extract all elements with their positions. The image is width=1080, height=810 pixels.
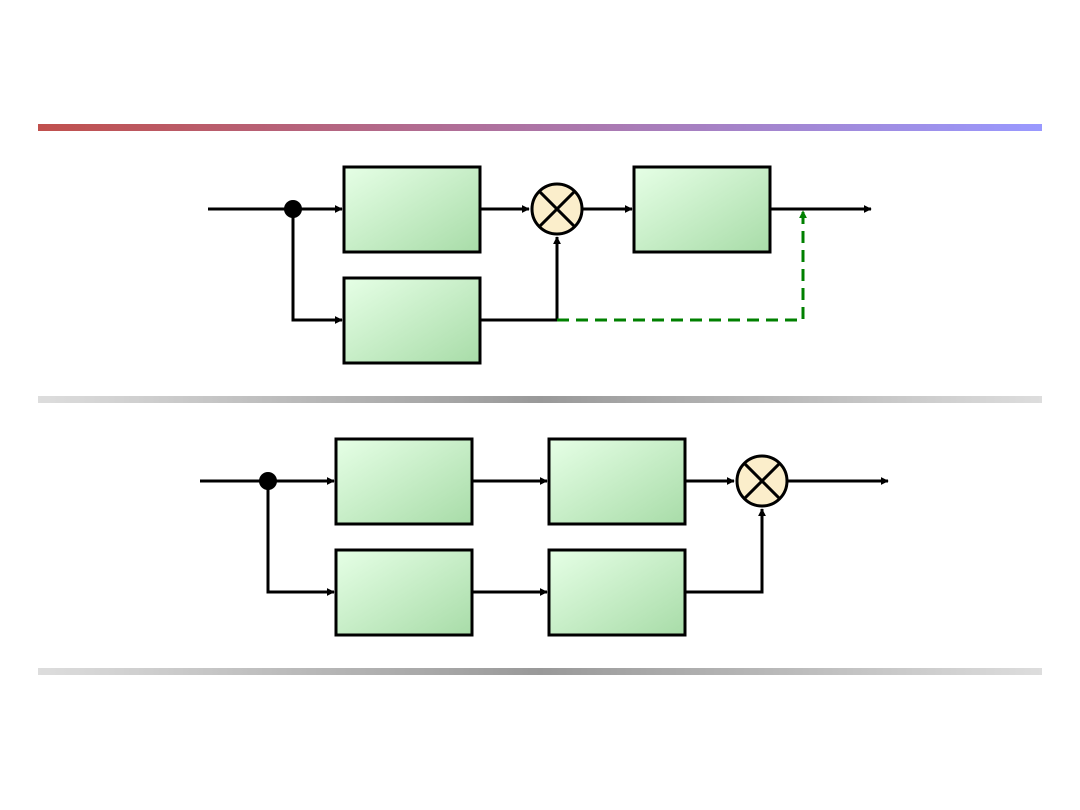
branch-line: [291, 209, 343, 324]
top-diagram: [208, 165, 872, 365]
block-lower-left: [342, 276, 482, 365]
block-upper-right: [547, 437, 687, 526]
signal-line: [685, 508, 766, 594]
block-upper-left: [342, 165, 482, 254]
branch-dot-icon: [284, 200, 302, 218]
branch-line: [266, 481, 335, 596]
block-right: [632, 165, 772, 254]
signal-line: [480, 236, 561, 322]
branch-dot-icon: [259, 472, 277, 490]
block-lower-left: [334, 548, 474, 637]
multiplier-icon: [530, 182, 584, 236]
bottom-diagram: [200, 437, 889, 637]
divider: [38, 668, 1042, 675]
multiplier-icon: [735, 454, 789, 508]
dashed-feedforward-line: [557, 210, 807, 322]
title-rule: [38, 124, 1042, 131]
block-lower-right: [547, 548, 687, 637]
block-upper-left: [334, 437, 474, 526]
divider: [38, 396, 1042, 403]
